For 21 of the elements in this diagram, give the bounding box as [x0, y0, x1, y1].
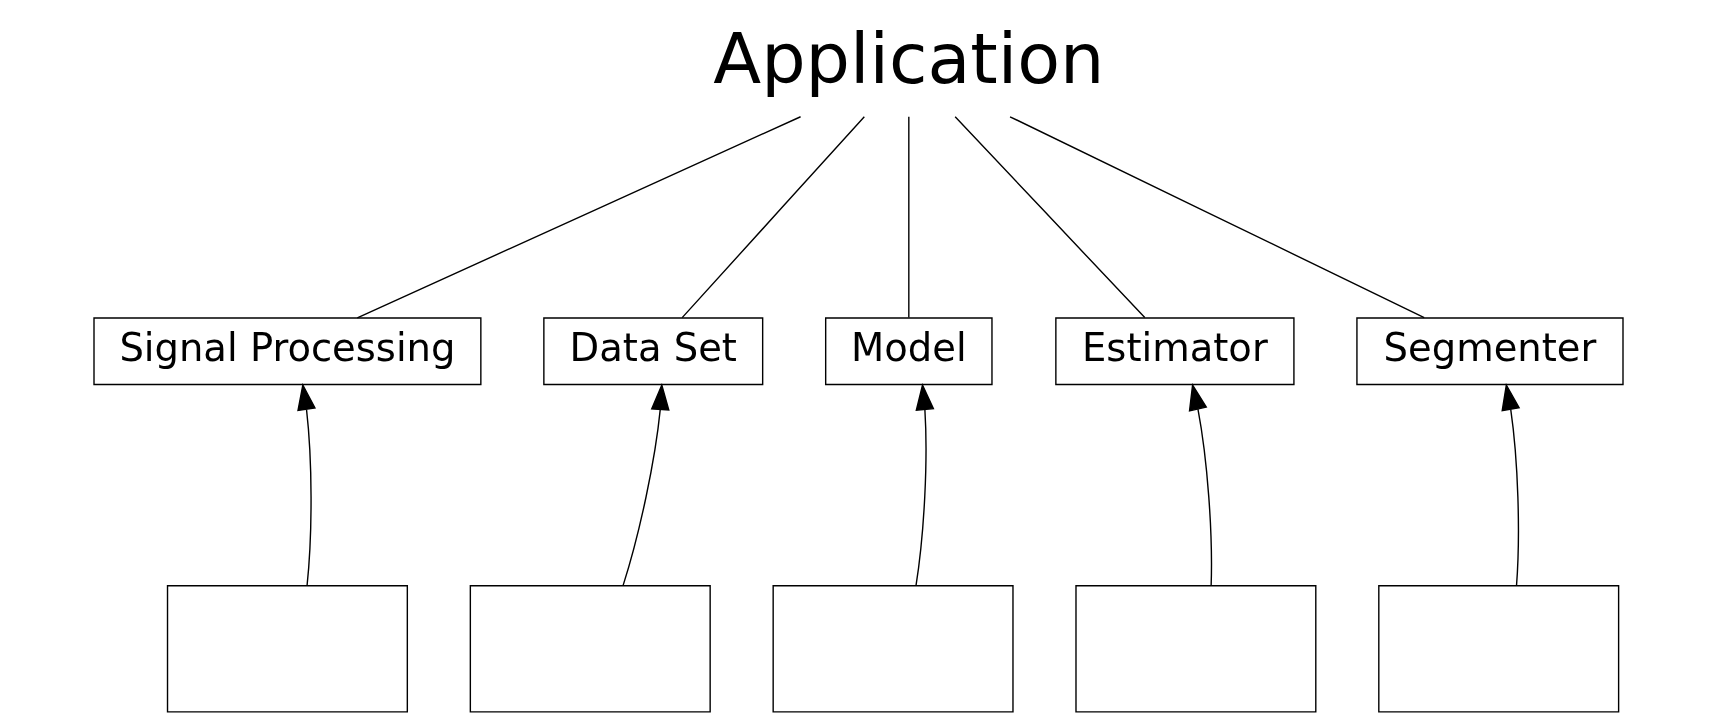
node-box: [166, 585, 409, 713]
node-text: Application: [713, 18, 1105, 101]
node-box: Segmenter: [1356, 317, 1624, 386]
node-box: Signal Processing: [93, 317, 482, 386]
node-box: [469, 585, 711, 713]
connector: [908, 116, 910, 319]
node-box: [772, 585, 1014, 713]
node-box: Model: [824, 317, 993, 386]
arrow: [1501, 382, 1521, 587]
arrow: [622, 382, 670, 587]
connector: [681, 116, 865, 319]
node-box: Estimator: [1055, 317, 1295, 386]
node-box: Data Set: [543, 317, 764, 386]
connector: [356, 116, 802, 319]
node-box: [1378, 585, 1620, 713]
node-box: [1075, 585, 1317, 713]
connector: [1009, 116, 1425, 319]
connector: [954, 116, 1146, 319]
arrow: [1188, 382, 1213, 587]
arrow: [915, 382, 935, 587]
arrow: [297, 382, 316, 587]
